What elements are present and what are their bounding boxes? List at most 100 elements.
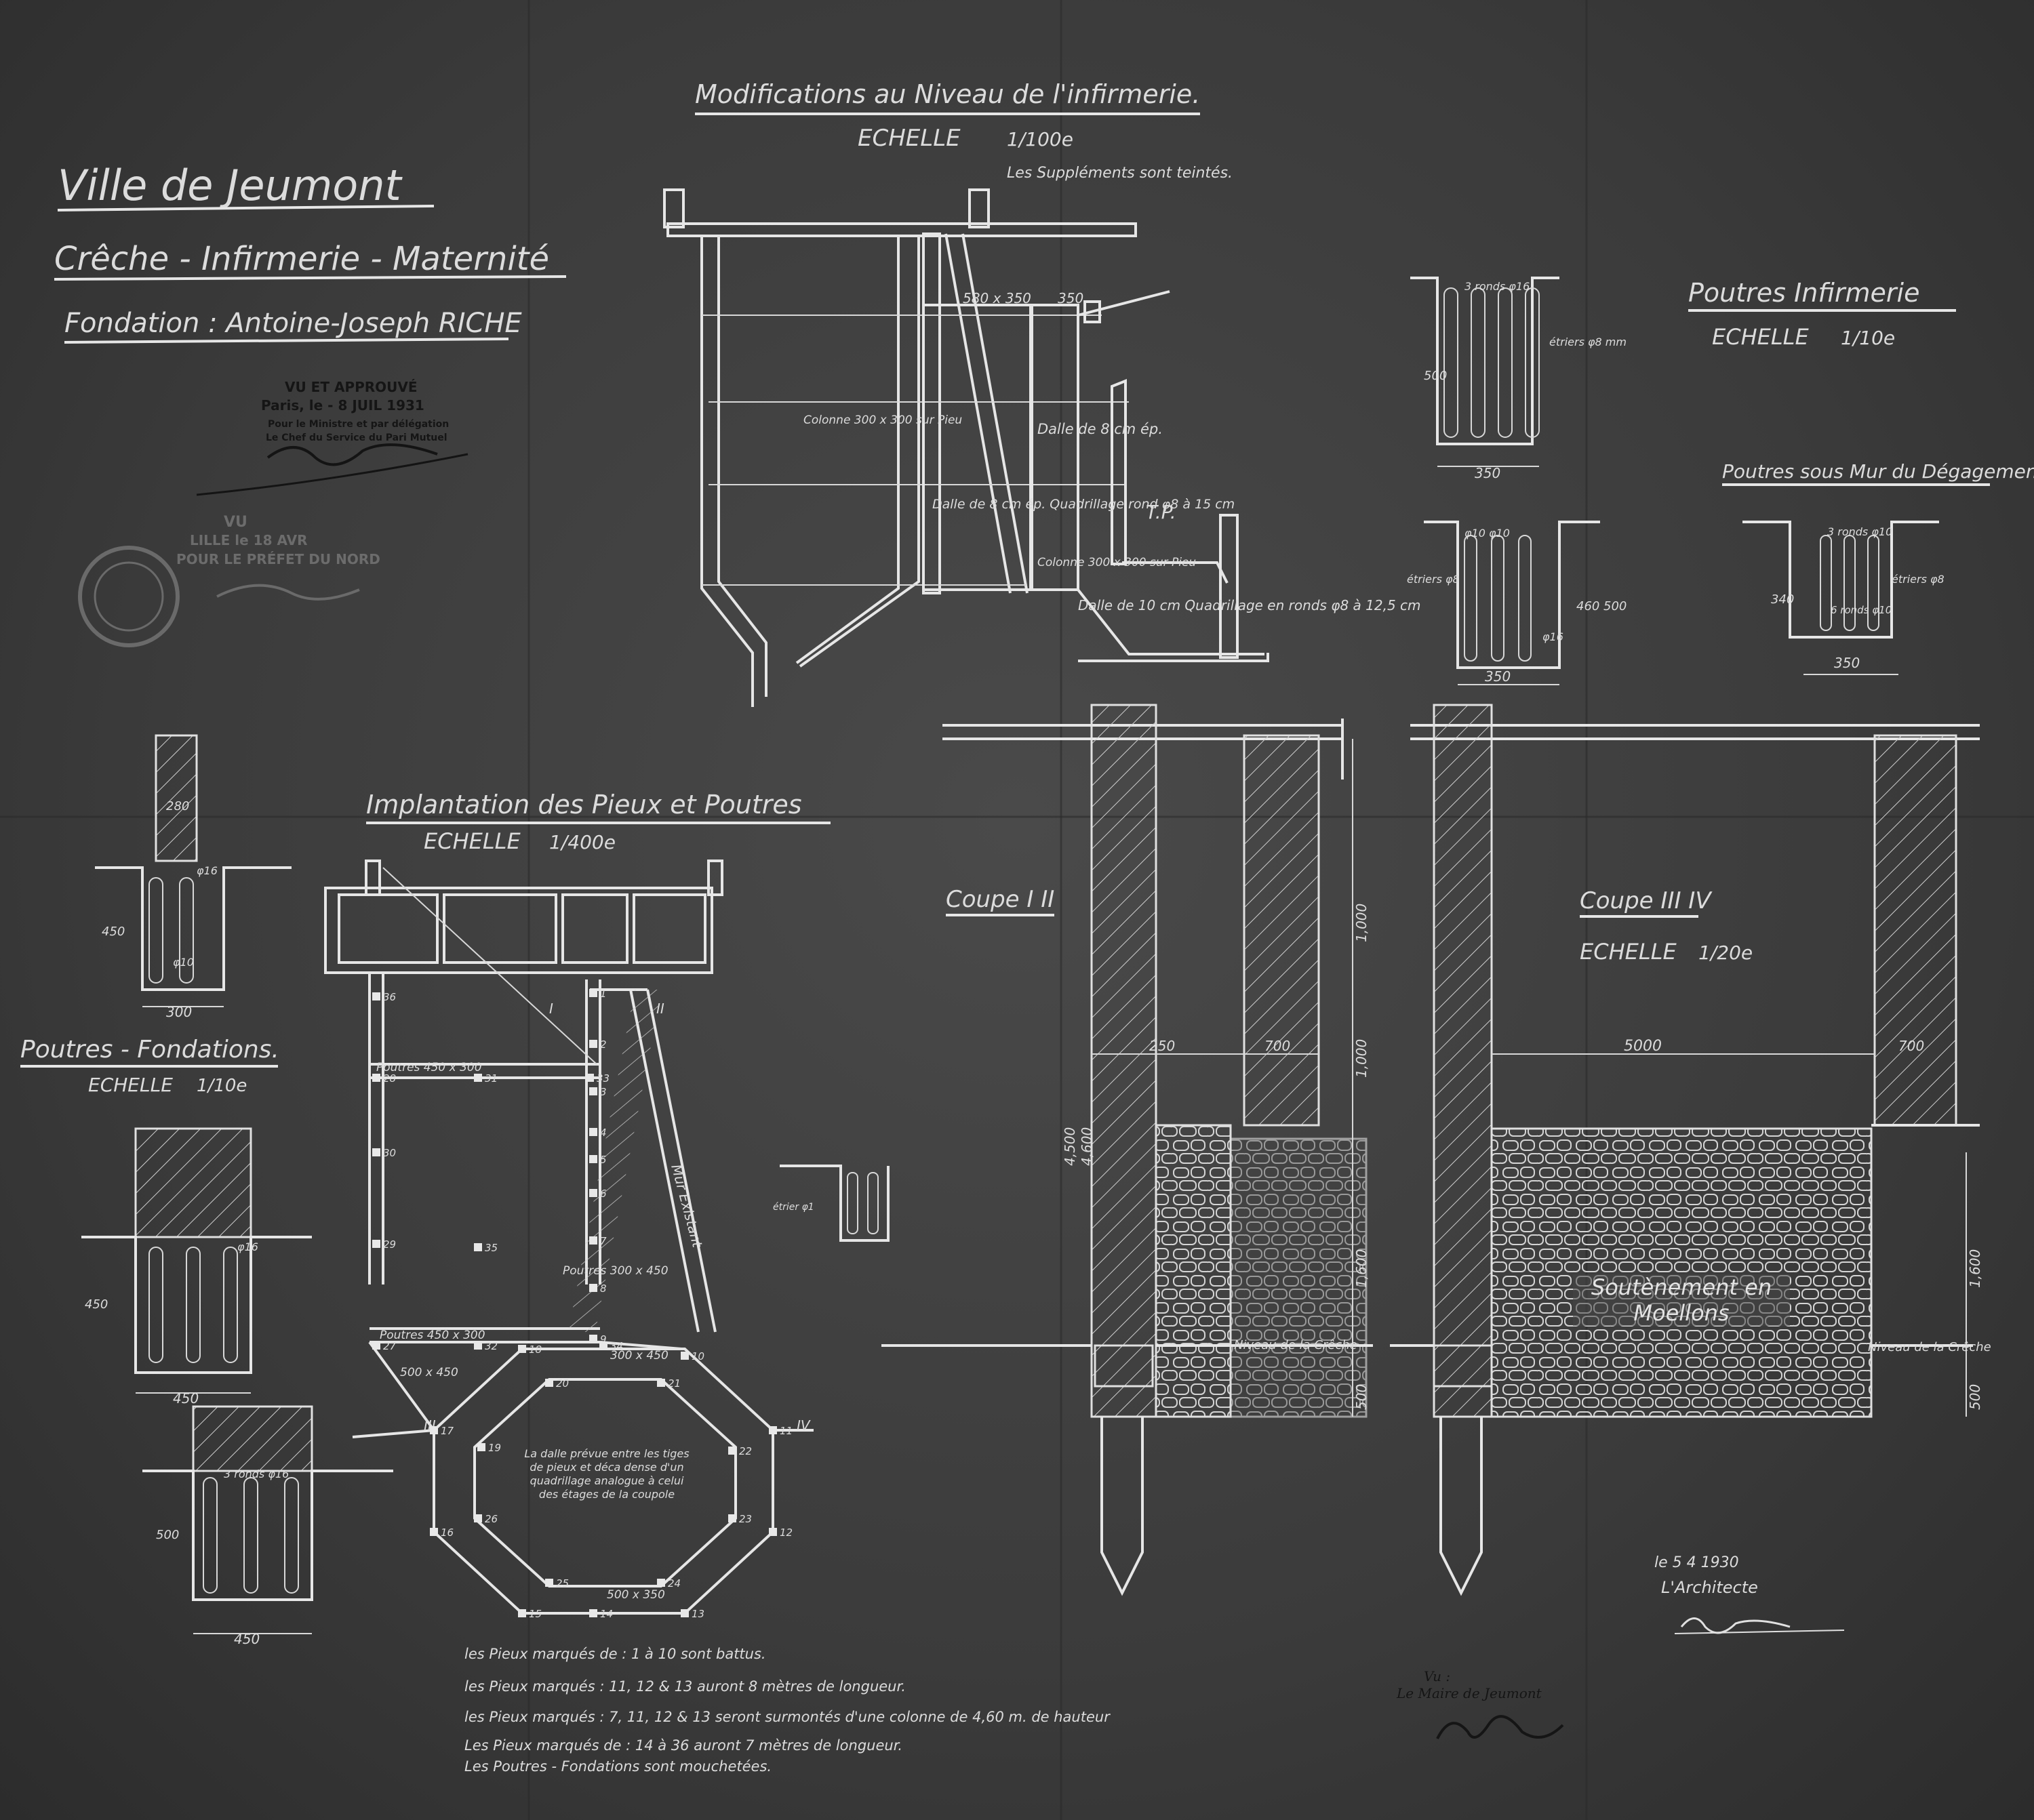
pi-h: 500 <box>1424 369 1447 383</box>
impl-sec4: IV <box>797 1417 811 1434</box>
pile-marker <box>681 1609 689 1617</box>
impl-300-450: 300 x 450 <box>610 1349 669 1362</box>
pf-phi16a: φ16 <box>197 864 218 877</box>
poutres-infirmerie-scale: 1/10e <box>1841 327 1895 349</box>
poutres-infirmerie-scale-label: ECHELLE <box>1712 324 1810 350</box>
pile-number: 6 <box>600 1188 607 1200</box>
c34-d5000: 5000 <box>1624 1038 1662 1055</box>
mod-dim1: 580 x 350 <box>963 290 1031 306</box>
pile-marker <box>589 1189 597 1197</box>
pile-number: 17 <box>441 1425 454 1437</box>
pile-number: 1 <box>600 988 607 1000</box>
pile-marker <box>589 1128 597 1136</box>
pd-ronds-top: φ10 φ10 <box>1464 527 1510 540</box>
pile-marker <box>372 1240 380 1248</box>
coupe-3-4: Coupe III IV ECHELLE 1/20e 5000 700 1,60… <box>1390 704 1991 1596</box>
architect-role: L'Architecte <box>1661 1578 1758 1597</box>
pile-marker <box>728 1447 736 1455</box>
pile-number: 3 <box>600 1086 607 1098</box>
pi-w: 350 <box>1475 465 1500 481</box>
modifications-note: Les Suppléments sont teintés. <box>1007 165 1233 182</box>
mayor-signature <box>1436 1715 1564 1739</box>
c12-d1000b: 1,000 <box>1353 1039 1370 1078</box>
stamp-approved: VU ET APPROUVÉ Paris, le - 8 JUIL 1931 P… <box>196 379 468 496</box>
stamp-lille-line1: VU <box>224 514 247 531</box>
impl-sec1: I <box>549 1000 553 1017</box>
stamp-lille-line3: POUR LE PRÉFET DU NORD <box>176 551 380 567</box>
notes: les Pieux marqués de : 1 à 10 sont battu… <box>464 1646 1111 1775</box>
pile-marker <box>430 1426 438 1434</box>
impl-poutres1: Poutres 450 x 300 <box>376 1061 482 1074</box>
note-4: Les Pieux marqués de : 14 à 36 auront 7 … <box>464 1737 902 1754</box>
pile-marker <box>430 1528 438 1536</box>
modifications-plan: Modifications au Niveau de l'infirmerie.… <box>663 79 1421 707</box>
note-1: les Pieux marqués de : 1 à 10 sont battu… <box>464 1646 766 1662</box>
architect-date: le 5 4 1930 <box>1654 1554 1739 1571</box>
pile-number: 24 <box>668 1577 681 1590</box>
pile-marker <box>372 1074 380 1082</box>
round-stamp-seal <box>78 546 180 647</box>
pile-marker <box>599 1341 607 1350</box>
pile-marker <box>372 1148 380 1156</box>
pile-marker <box>477 1443 485 1451</box>
c34-soutenement: Soutènement en Moellons <box>1573 1274 1790 1326</box>
pile-number: 16 <box>441 1526 454 1539</box>
mayor-line2: Le Maire de Jeumont <box>1396 1685 1542 1701</box>
pile-number: 2 <box>600 1038 607 1051</box>
mod-dalle3: Dalle de 10 cm Quadrillage en ronds φ8 à… <box>1078 597 1421 613</box>
c12-d1000a: 1,000 <box>1353 904 1370 942</box>
impl-dalle-note: La dalle prévue entre les tiges de pieux… <box>524 1447 689 1501</box>
pile-number: 8 <box>600 1282 607 1295</box>
c34-d1600: 1,600 <box>1967 1249 1983 1288</box>
pf-phi10: φ10 <box>173 956 194 969</box>
poutres-fondations-scale-label: ECHELLE <box>88 1074 173 1096</box>
implantation-plan: Implantation des Pieux et Poutres ECHELL… <box>324 790 831 1620</box>
pile-marker <box>589 1609 597 1617</box>
pile-number: 35 <box>485 1242 498 1254</box>
title-city: Ville de Jeumont <box>58 161 403 210</box>
modifications-scale-label: ECHELLE <box>858 125 961 152</box>
pd-h2: 500 <box>1603 599 1627 613</box>
stamp-approved-line3: Pour le Ministre et par délégation <box>268 419 449 430</box>
note-5: Les Poutres - Fondations sont mouchetées… <box>464 1758 772 1775</box>
pile-number: 26 <box>485 1513 498 1525</box>
modifications-scale: 1/100e <box>1007 128 1073 150</box>
pile-marker <box>728 1514 736 1522</box>
impl-sec2: II <box>656 1000 664 1017</box>
mayor-line1: Vu : <box>1424 1668 1450 1684</box>
title-foundation: Fondation : Antoine-Joseph RICHE <box>64 308 522 339</box>
pd-h1: 460 <box>1576 599 1599 613</box>
pile-number: 36 <box>383 991 396 1003</box>
pile-marker <box>586 1074 594 1082</box>
pf-top-w: 280 <box>166 799 189 813</box>
c12-d250: 250 <box>1149 1038 1175 1054</box>
architect-signature <box>1680 1617 1791 1634</box>
c12-d4600: 4,600 <box>1079 1127 1095 1166</box>
pi-ronds: 3 ronds φ16 <box>1464 280 1530 293</box>
pile-number: 27 <box>383 1340 397 1352</box>
stamp-approved-line2: Paris, le - 8 JUIL 1931 <box>261 397 424 413</box>
impl-poutres2: Poutres 450 x 300 <box>380 1329 485 1342</box>
pile-marker <box>545 1579 553 1587</box>
pile-number: 20 <box>556 1377 569 1390</box>
pile-number: 9 <box>600 1333 607 1346</box>
coupe12-title: Coupe I II <box>946 886 1054 913</box>
pile-number: 21 <box>668 1377 681 1390</box>
implantation-title: Implantation des Pieux et Poutres <box>366 790 802 820</box>
pile-marker <box>681 1352 689 1360</box>
poutres-fondations-scale: 1/10e <box>197 1076 247 1096</box>
pd-w1: 350 <box>1485 668 1511 685</box>
pi-etriers: étriers φ8 mm <box>1549 336 1627 348</box>
pf-h3: 500 <box>156 1528 179 1542</box>
pile-marker <box>657 1379 665 1387</box>
pd-etriers2: étriers φ8 <box>1892 573 1945 586</box>
pile-number: 5 <box>600 1154 607 1166</box>
pile-marker <box>769 1426 777 1434</box>
pf-small-dim: étrier φ1 <box>773 1202 814 1213</box>
note-2: les Pieux marqués : 11, 12 & 13 auront 8… <box>464 1678 906 1695</box>
mod-dalle1: Dalle de 8 cm ép. <box>1037 421 1163 437</box>
c34-niveau: Niveau de la Crêche <box>1868 1340 1991 1354</box>
pile-number: 19 <box>488 1442 501 1454</box>
